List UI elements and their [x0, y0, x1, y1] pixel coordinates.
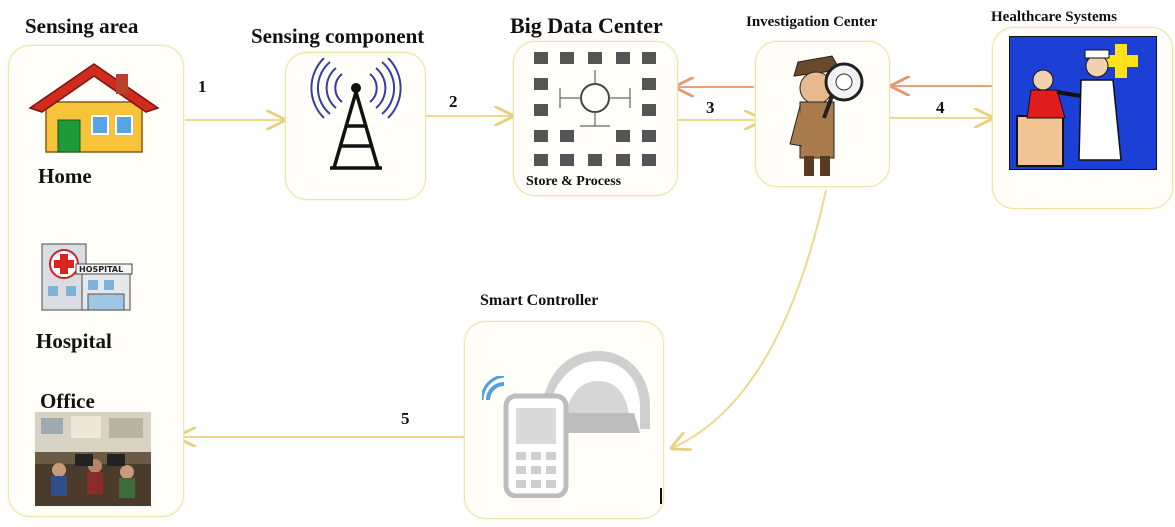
store-process-caption: Store & Process — [526, 174, 622, 189]
mobile-phone-icon — [482, 376, 569, 498]
divider-mark — [660, 488, 662, 504]
doctor-patient-icon — [1009, 36, 1157, 170]
investigation-center-title: Investigation Center — [746, 14, 878, 30]
data-network-icon — [534, 52, 656, 166]
hospital-building-icon: HOSPITAL — [41, 243, 133, 311]
sensing-area-title: Sensing area — [25, 14, 139, 38]
flow-label-5: 5 — [401, 409, 410, 428]
hospital-sign-text: HOSPITAL — [79, 265, 123, 274]
sensing-component-title: Sensing component — [251, 24, 425, 48]
office-label: Office — [40, 389, 95, 413]
flow-label-4: 4 — [936, 98, 945, 117]
hospital-label: Hospital — [36, 329, 112, 353]
flow-label-1: 1 — [198, 77, 207, 96]
office-photo — [35, 412, 151, 506]
flow-label-2: 2 — [449, 92, 458, 111]
flow-label-3: 3 — [706, 98, 715, 117]
healthcare-systems-title: Healthcare Systems — [991, 9, 1117, 25]
house-icon — [28, 63, 160, 153]
detective-icon — [789, 55, 864, 176]
smart-controller-title: Smart Controller — [480, 292, 599, 309]
antenna-tower-icon — [310, 58, 402, 170]
big-data-center-title: Big Data Center — [510, 13, 663, 38]
arrow-investigation-to-controller — [672, 189, 827, 448]
home-label: Home — [38, 164, 92, 188]
